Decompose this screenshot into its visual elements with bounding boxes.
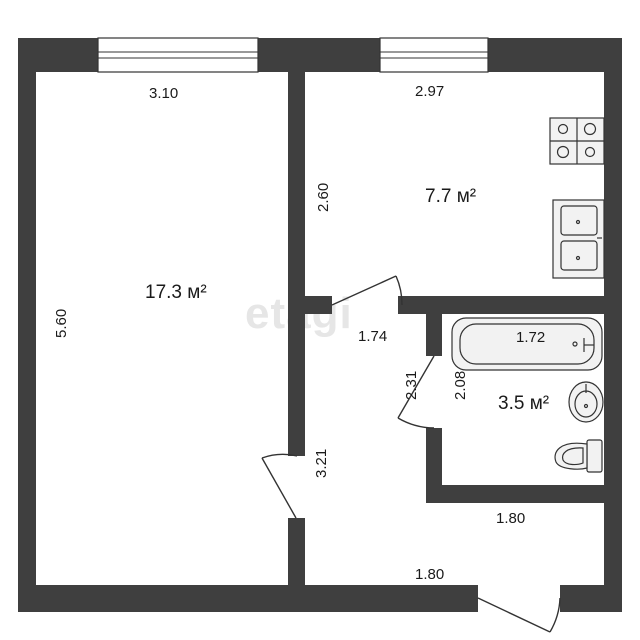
bathtub-length: 1.72 (516, 329, 545, 346)
door-swing-icon (397, 355, 435, 429)
kitchen-door-jamb (305, 296, 332, 314)
door-swing-icon (477, 585, 561, 633)
hallway-length: 3.21 (313, 449, 330, 478)
living-room-length: 5.60 (53, 309, 70, 338)
left-wall (18, 38, 36, 612)
bath-bottom-wall (426, 485, 604, 503)
kitchen-bath-wall (398, 296, 604, 314)
interior-walls (288, 72, 604, 585)
window-icon (379, 37, 489, 73)
door-swing-icon (261, 453, 298, 519)
toilet-icon (554, 439, 603, 473)
bathroom-width: 1.80 (496, 510, 525, 527)
bathtub-icon (451, 317, 603, 371)
kitchen-sink-icon (552, 199, 605, 279)
door-wall-length: 2.31 (403, 371, 420, 400)
stove-icon (549, 117, 605, 165)
bath-wall-lower (426, 428, 442, 503)
bathroom-length: 2.08 (452, 371, 469, 400)
living-hall-wall (288, 296, 305, 456)
kitchen-length: 2.60 (315, 183, 332, 212)
living-kitchen-wall (288, 72, 305, 296)
kitchen-width: 2.97 (415, 83, 444, 100)
living-room-width: 3.10 (149, 85, 178, 102)
living-hall-wall-lower (288, 518, 305, 585)
kitchen-area: 7.7 м² (425, 186, 476, 207)
window-icon (97, 37, 259, 73)
door-swing-icon (331, 275, 403, 306)
corridor-width: 1.74 (358, 328, 387, 345)
right-wall (604, 38, 622, 612)
washbasin-icon (568, 381, 604, 423)
living-room-area: 17.3 м² (145, 282, 207, 303)
hallway-width: 1.80 (415, 566, 444, 583)
bathroom-area: 3.5 м² (498, 393, 549, 414)
bath-wall-upper (426, 314, 442, 356)
